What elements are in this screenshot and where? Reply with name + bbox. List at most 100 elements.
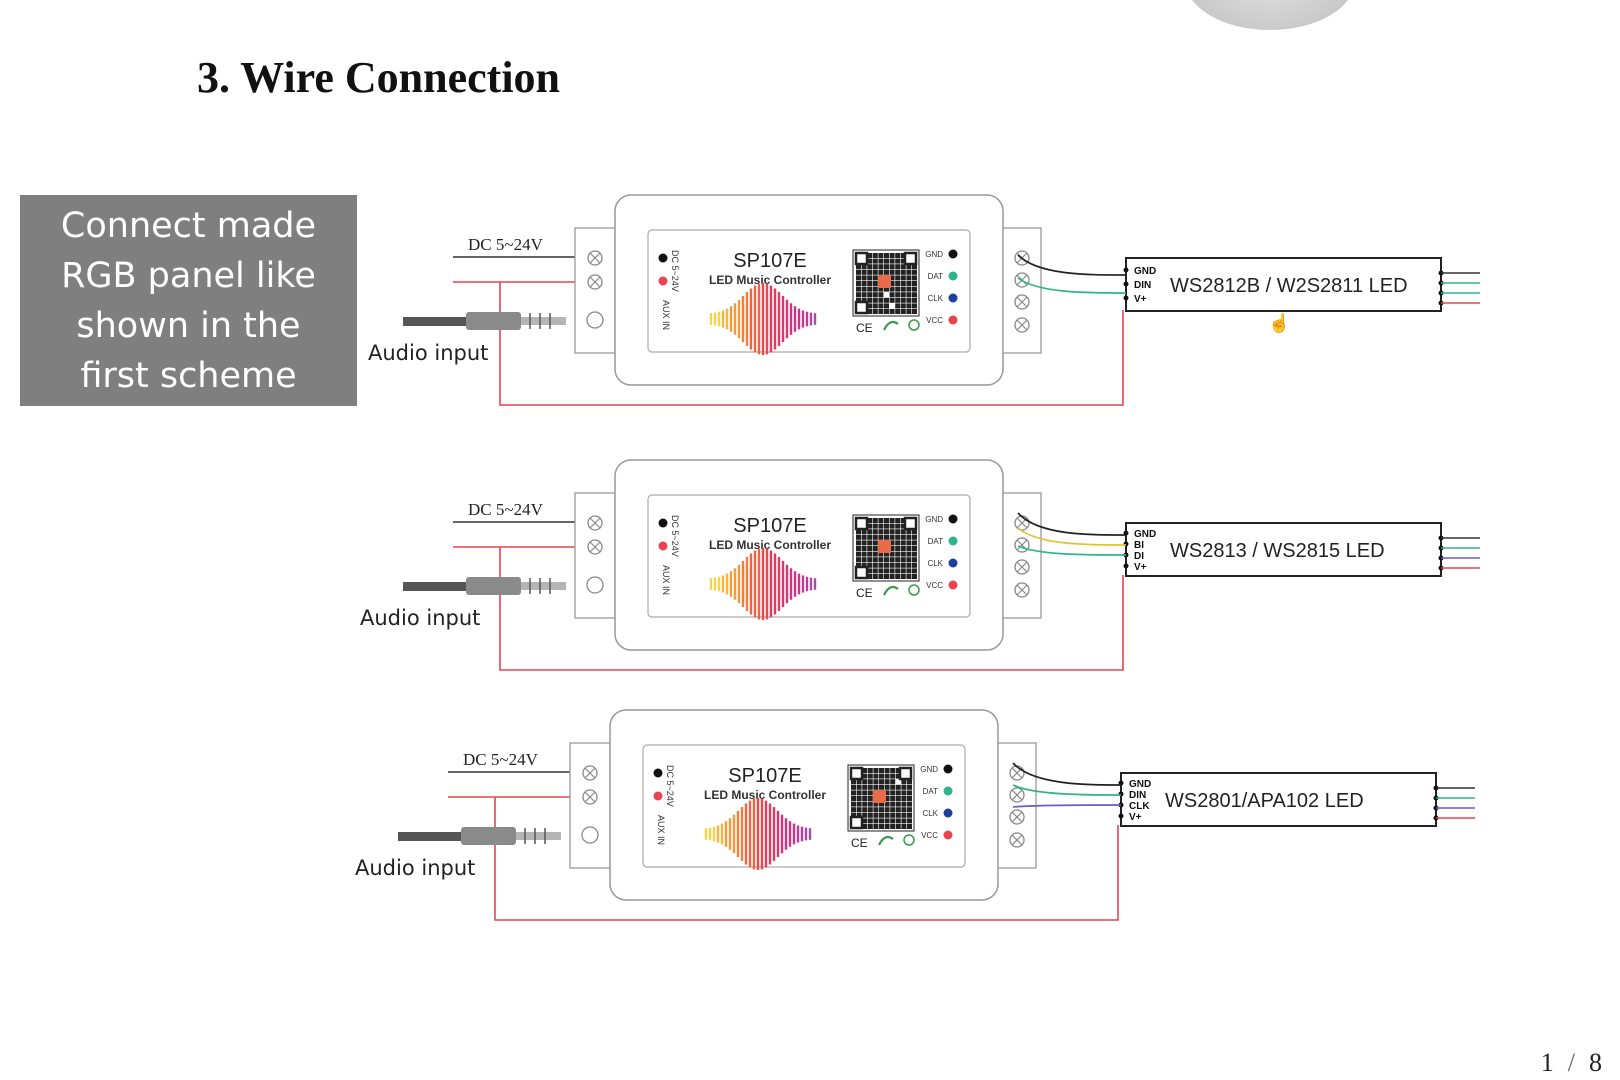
qr-module [890, 768, 896, 773]
qr-module [895, 818, 901, 824]
qr-module [890, 790, 896, 796]
power-label: DC 5~24V [468, 500, 544, 519]
qr-module [862, 773, 868, 779]
qr-module [895, 275, 901, 281]
qr-module [889, 529, 895, 535]
qr-module [900, 551, 906, 557]
certification-icon [883, 320, 899, 331]
controller-pin-label: VCC [921, 831, 938, 840]
controller-model: SP107E [728, 765, 801, 787]
qr-module [867, 812, 873, 818]
qr-module [912, 562, 917, 568]
strip-pin-label: GND [1134, 266, 1156, 277]
qr-module [906, 557, 912, 563]
qr-module [901, 796, 907, 801]
qr-module [906, 562, 912, 568]
signal-wire [1017, 545, 1127, 556]
qr-module [872, 303, 878, 309]
controller-pin-dot [943, 764, 953, 774]
qr-module [906, 269, 912, 275]
qr-module [872, 286, 878, 292]
annotation-line: RGB panel like [61, 255, 316, 296]
strip-pin-label: GND [1134, 529, 1156, 540]
power-neg-dot [658, 518, 668, 528]
qr-module [856, 562, 861, 568]
qr-module [873, 812, 879, 818]
qr-module [889, 523, 895, 529]
qr-module [867, 540, 873, 546]
qr-module [856, 264, 861, 270]
qr-module [867, 768, 873, 773]
qr-module [867, 292, 873, 298]
qr-module [912, 540, 917, 546]
qr-module [872, 281, 878, 286]
page-indicator: 1/8 [1540, 1048, 1602, 1077]
signal-wire [1017, 277, 1127, 294]
qr-module [878, 309, 884, 314]
qr-module [884, 801, 890, 807]
qr-module [861, 264, 867, 270]
screw-slot [1016, 319, 1028, 331]
qr-module [873, 768, 879, 773]
qr-module [895, 518, 901, 523]
ce-mark: CE [856, 586, 873, 600]
qr-module [862, 779, 868, 785]
qr-module [878, 562, 884, 568]
input-terminal-block [574, 492, 616, 619]
qr-module [889, 275, 895, 281]
qr-module [867, 568, 873, 574]
qr-module [878, 529, 884, 535]
qr-module [873, 824, 879, 829]
qr-module [895, 773, 901, 779]
controller-pin-dot [948, 271, 958, 281]
qr-module [884, 574, 889, 579]
strip-pin-label: V+ [1134, 294, 1147, 305]
qr-module [912, 269, 917, 275]
qr-module [895, 534, 901, 540]
qr-module [872, 529, 878, 535]
qr-module [906, 292, 912, 298]
qr-finder [849, 766, 864, 781]
recycle-icon [908, 584, 920, 596]
qr-module [895, 574, 901, 579]
qr-module [889, 258, 895, 264]
qr-module [856, 801, 862, 807]
qr-module [895, 551, 901, 557]
qr-module [901, 818, 907, 824]
qr-module [884, 309, 889, 314]
qr-module [884, 286, 889, 292]
audio-input-label: Audio input [355, 856, 475, 880]
qr-module [851, 812, 856, 818]
screw-slot [589, 276, 601, 288]
qr-module [889, 568, 895, 574]
ce-mark: CE [856, 321, 873, 335]
audio-cable [403, 317, 468, 326]
controller-model: SP107E [733, 515, 806, 537]
qr-module [895, 264, 901, 270]
page-total: 8 [1589, 1048, 1602, 1077]
qr-module [900, 292, 906, 298]
controller-label-panel [642, 744, 966, 868]
qr-module [867, 264, 873, 270]
signal-wire [1012, 784, 1122, 796]
controller-aux-text: AUX IN [661, 300, 671, 330]
qr-module [900, 297, 906, 303]
qr-module [862, 790, 868, 796]
qr-module [867, 551, 873, 557]
qr-module [867, 281, 873, 286]
qr-module [889, 297, 895, 303]
app-logo-icon [873, 790, 886, 803]
controller-voltage-text: DC 5~24V [670, 515, 680, 557]
qr-module [895, 281, 901, 286]
qr-finder [854, 516, 869, 531]
strip-pin-label: BI [1134, 540, 1144, 551]
qr-module [861, 557, 867, 563]
screw-slot [1016, 584, 1028, 596]
qr-module [895, 292, 901, 298]
qr-module [862, 824, 868, 829]
qr-module [906, 529, 912, 535]
app-logo-icon [878, 275, 891, 288]
qr-module [884, 768, 890, 773]
qr-module [861, 529, 867, 535]
qr-module [884, 562, 889, 568]
